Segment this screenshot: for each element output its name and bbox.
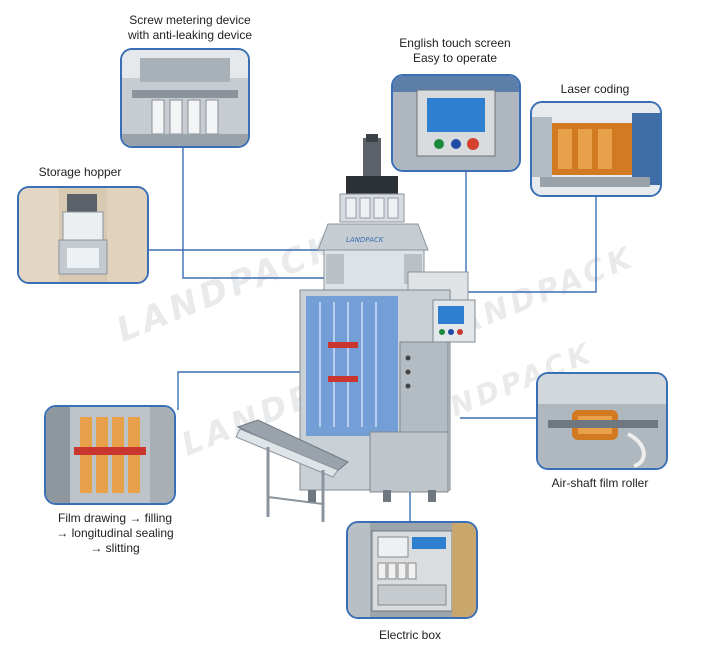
electric-box-icon — [348, 523, 476, 617]
screw-metering-label: Screw metering device with anti-leaking … — [127, 13, 253, 42]
hopper-cluster — [346, 176, 398, 196]
film-drawing-photo — [44, 405, 176, 505]
laser-coding-label: Laser coding — [560, 82, 630, 96]
screw-metering-icon — [122, 50, 248, 146]
air-shaft-icon — [538, 374, 666, 468]
laser-connector — [450, 194, 597, 293]
laser-coding-icon — [532, 103, 660, 195]
electric-box-label: Electric box — [378, 628, 442, 642]
storage-hopper-label: Storage hopper — [38, 165, 122, 179]
touch-screen-icon — [393, 76, 519, 170]
laser-coding-photo — [530, 101, 662, 197]
electric-box-photo — [346, 521, 478, 619]
screw-connector — [182, 146, 335, 279]
touch-screen-photo — [391, 74, 521, 172]
storage-hopper-photo — [17, 186, 149, 284]
film-connector — [177, 371, 330, 410]
film-drawing-icon — [46, 407, 174, 503]
packing-machine: LANDPACK — [235, 134, 476, 522]
air-shaft-label: Air-shaft film roller — [551, 476, 649, 490]
touch-screen-label: English touch screen Easy to operate — [399, 36, 511, 65]
glass-front — [306, 296, 398, 436]
machine-logo: LANDPACK — [346, 236, 385, 244]
top-motor — [363, 138, 381, 178]
air-shaft-photo — [536, 372, 668, 470]
film-drawing-label: Film drawing → filling → longitudinal se… — [56, 511, 174, 555]
storage-hopper-icon — [19, 188, 147, 282]
screw-metering-photo — [120, 48, 250, 148]
